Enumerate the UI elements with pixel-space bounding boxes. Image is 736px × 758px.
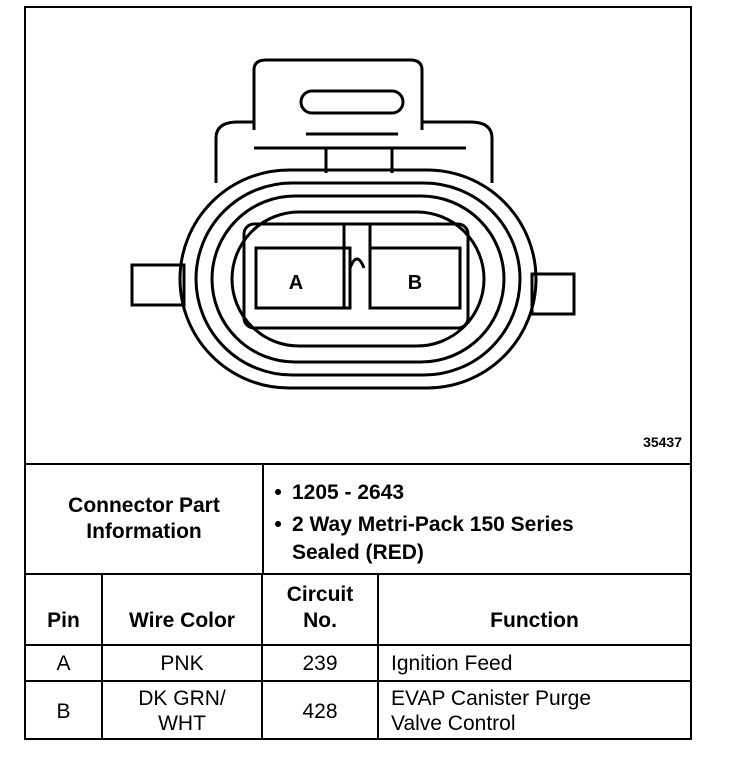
part-number-text: 1205 - 2643 [292,481,405,504]
figure-number: 35437 [643,434,682,450]
function-cell: Ignition Feed [377,644,690,682]
header-circuit-line2: No. [303,609,337,632]
connector-drawing-area: A B 35437 [26,8,690,465]
bullet: • [274,513,282,536]
pin-table: Pin Wire Color Circuit No. Function A PN… [26,575,690,740]
connector-lock-tab [252,58,424,130]
connector-shell-ring-2 [210,194,506,364]
info-item-series: • 2 Way Metri-Pack 150 Series Sealed (RE… [264,511,684,567]
connector-shell-ring-1 [194,181,522,377]
cavity-frame [242,222,470,330]
function-line1: EVAP Canister Purge [391,687,591,710]
series-line2: Sealed (RED) [292,541,424,564]
connector-info-label: Connector Part Information [26,465,264,573]
pin-label-b: B [408,272,422,294]
wire-color-line2: WHT [158,712,206,735]
wire-color-cell: DK GRN/ WHT [101,680,263,740]
header-function: Function [377,575,690,646]
left-latch [130,263,186,307]
table-row: A PNK 239 Ignition Feed [26,644,690,682]
info-label-line2: Information [86,520,202,543]
wire-color-line1: DK GRN/ [138,687,226,710]
header-circuit-line1: Circuit [286,583,354,606]
lock-tab-slot [299,89,405,115]
circuit-cell: 239 [261,644,379,682]
info-item-part-number: • 1205 - 2643 [264,479,684,507]
pin-cavity-a [254,246,352,310]
series-text: 2 Way Metri-Pack 150 Series Sealed (RED) [292,511,684,567]
connector-outer-shell [178,168,538,390]
connector-seal [230,210,486,348]
connector-info-list: • 1205 - 2643 • 2 Way Metri-Pack 150 Ser… [264,479,684,567]
center-key [342,224,372,308]
connector-part-info: Connector Part Information • 1205 - 2643… [26,465,690,575]
right-latch [530,272,576,316]
table-row: B DK GRN/ WHT 428 EVAP Canister Purge Va… [26,680,690,740]
circuit-cell: 428 [261,680,379,740]
header-pin: Pin [26,575,103,646]
series-line1: 2 Way Metri-Pack 150 Series [292,513,574,536]
connector-shoulder [214,120,494,183]
pin-cell: B [26,680,103,740]
pin-label-a: A [289,272,303,294]
table-header-row: Pin Wire Color Circuit No. Function [26,575,690,646]
header-circuit: Circuit No. [261,575,379,646]
connector-sheet: A B 35437 Connector Part Information • 1… [24,6,692,740]
function-line2: Valve Control [391,712,516,735]
pin-cell: A [26,644,103,682]
bullet: • [274,481,282,504]
function-cell: EVAP Canister Purge Valve Control [377,680,690,740]
info-label-line1: Connector Part [68,494,220,517]
wire-color-cell: PNK [101,644,263,682]
header-wire-color: Wire Color [101,575,263,646]
connector-drawing: A B [130,58,576,390]
